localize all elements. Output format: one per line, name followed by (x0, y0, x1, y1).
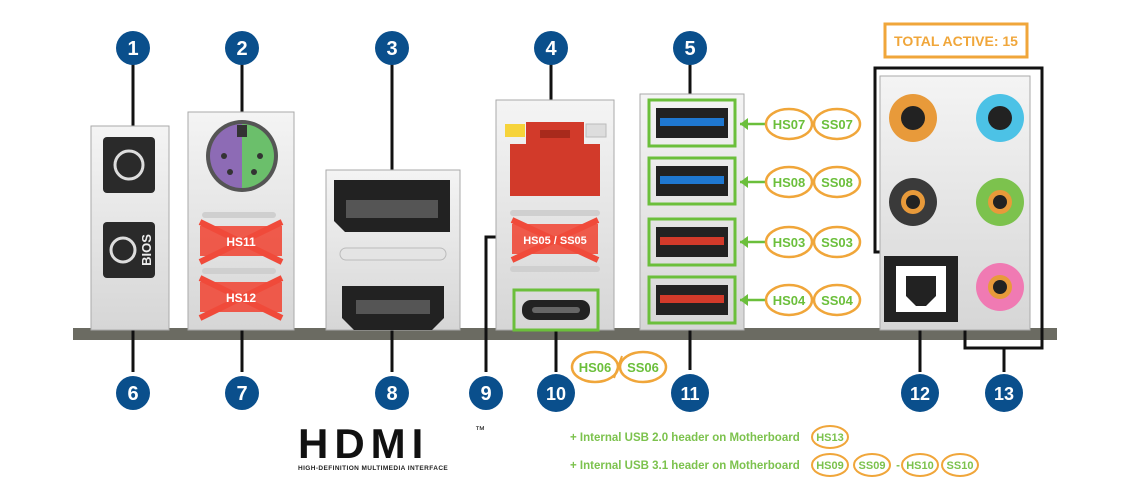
usb-port-row2[interactable] (647, 156, 737, 206)
svg-text:HS06: HS06 (579, 360, 612, 375)
header-notes: + Internal USB 2.0 header on Motherboard… (570, 425, 979, 477)
audio-jack-green[interactable] (976, 178, 1024, 226)
svg-text:SS07: SS07 (821, 117, 853, 132)
callout-badges: 1 2 3 4 5 6 7 8 9 10 11 12 13 (116, 31, 1023, 412)
bios-flashback-button[interactable] (103, 222, 155, 278)
usb-tags: HS07 SS07 HS08 SS08 HS03 SS03 HS04 SS04 (570, 107, 862, 384)
callout-2: 2 (225, 31, 259, 65)
svg-text:HS03: HS03 (773, 235, 806, 250)
audio-jack-pink[interactable] (976, 263, 1024, 311)
svg-text:10: 10 (546, 384, 566, 404)
callout-13: 13 (985, 374, 1023, 412)
callout-7: 7 (225, 376, 259, 410)
lan-port[interactable] (510, 144, 600, 196)
callout-12: 12 (901, 374, 939, 412)
usb-tag-usbc: HS06 SS06 (570, 350, 668, 384)
svg-text:HS10: HS10 (906, 460, 934, 472)
svg-text:11: 11 (680, 384, 699, 404)
svg-text:HS07: HS07 (773, 117, 806, 132)
svg-text:HS04: HS04 (773, 293, 806, 308)
svg-text:13: 13 (994, 384, 1014, 404)
svg-text:HIGH-DEFINITION MULTIMEDIA INT: HIGH-DEFINITION MULTIMEDIA INTERFACE (298, 465, 448, 472)
total-active-badge: TOTAL ACTIVE: 15 (883, 22, 1029, 59)
audio-jack-black[interactable] (889, 178, 937, 226)
svg-text:SS09: SS09 (859, 460, 886, 472)
svg-text:HS13: HS13 (816, 432, 844, 444)
audio-module (879, 75, 1031, 331)
lan-module: HS05 / SS05 (495, 99, 615, 332)
svg-text:6: 6 (127, 383, 138, 405)
usb-tag-row3: HS03 SS03 (740, 225, 862, 259)
svg-text:™: ™ (475, 425, 485, 436)
svg-text:HS08: HS08 (773, 175, 806, 190)
svg-text:9: 9 (480, 383, 491, 405)
callout-8: 8 (375, 376, 409, 410)
callout-10: 10 (537, 374, 575, 412)
svg-text:HS09: HS09 (816, 460, 844, 472)
svg-text:4: 4 (545, 38, 557, 60)
io-shield-bar (73, 328, 1057, 340)
callout-6: 6 (116, 376, 150, 410)
clear-cmos-button[interactable] (103, 137, 155, 193)
svg-text:8: 8 (386, 383, 397, 405)
optical-spdif-port[interactable] (884, 256, 958, 322)
usb-label-hs12: HS12 (226, 291, 256, 305)
svg-text:SS06: SS06 (627, 360, 659, 375)
svg-text:5: 5 (684, 38, 695, 60)
total-active-text: TOTAL ACTIVE: 15 (894, 33, 1018, 49)
usb-tag-row1: HS07 SS07 (740, 107, 862, 141)
svg-text:7: 7 (236, 383, 247, 405)
callout-3: 3 (375, 31, 409, 65)
usb-port-row3[interactable] (647, 217, 737, 267)
svg-text:SS10: SS10 (947, 460, 974, 472)
usb-tag-row4: HS04 SS04 (740, 283, 862, 317)
ps2-usb-module: HS11 HS12 (187, 111, 295, 331)
svg-text:-: - (896, 460, 900, 472)
svg-text:SS03: SS03 (821, 235, 853, 250)
audio-jack-blue[interactable] (976, 94, 1024, 142)
callout-5: 5 (673, 31, 707, 65)
svg-text:1: 1 (127, 38, 138, 60)
note-usb31: + Internal USB 3.1 header on Motherboard (570, 460, 800, 472)
callout-1: 1 (116, 31, 150, 65)
audio-jack-orange[interactable] (889, 94, 937, 142)
usb-tag-row2: HS08 SS08 (740, 165, 862, 199)
usb-port-row1[interactable] (647, 98, 737, 148)
usb3-module (639, 93, 745, 331)
usb-label-hs05: HS05 / SS05 (523, 235, 587, 247)
hdmi-logo: HDMI ™ HIGH-DEFINITION MULTIMEDIA INTERF… (298, 420, 485, 472)
svg-text:12: 12 (910, 384, 930, 404)
display-module (325, 169, 461, 331)
usb-label-hs11: HS11 (226, 235, 256, 249)
callout-4: 4 (534, 31, 568, 65)
svg-text:SS04: SS04 (821, 293, 854, 308)
usb-port-row4[interactable] (647, 275, 737, 325)
bios-label: BIOS (139, 234, 154, 266)
svg-text:3: 3 (386, 38, 397, 60)
callout-9: 9 (469, 376, 503, 410)
note-usb2: + Internal USB 2.0 header on Motherboard (570, 432, 800, 444)
ps2-port[interactable] (206, 120, 278, 192)
callout-11: 11 (671, 374, 709, 412)
bios-module: BIOS (90, 125, 170, 331)
svg-text:HDMI: HDMI (298, 420, 429, 467)
svg-text:2: 2 (236, 38, 247, 60)
svg-text:SS08: SS08 (821, 175, 853, 190)
